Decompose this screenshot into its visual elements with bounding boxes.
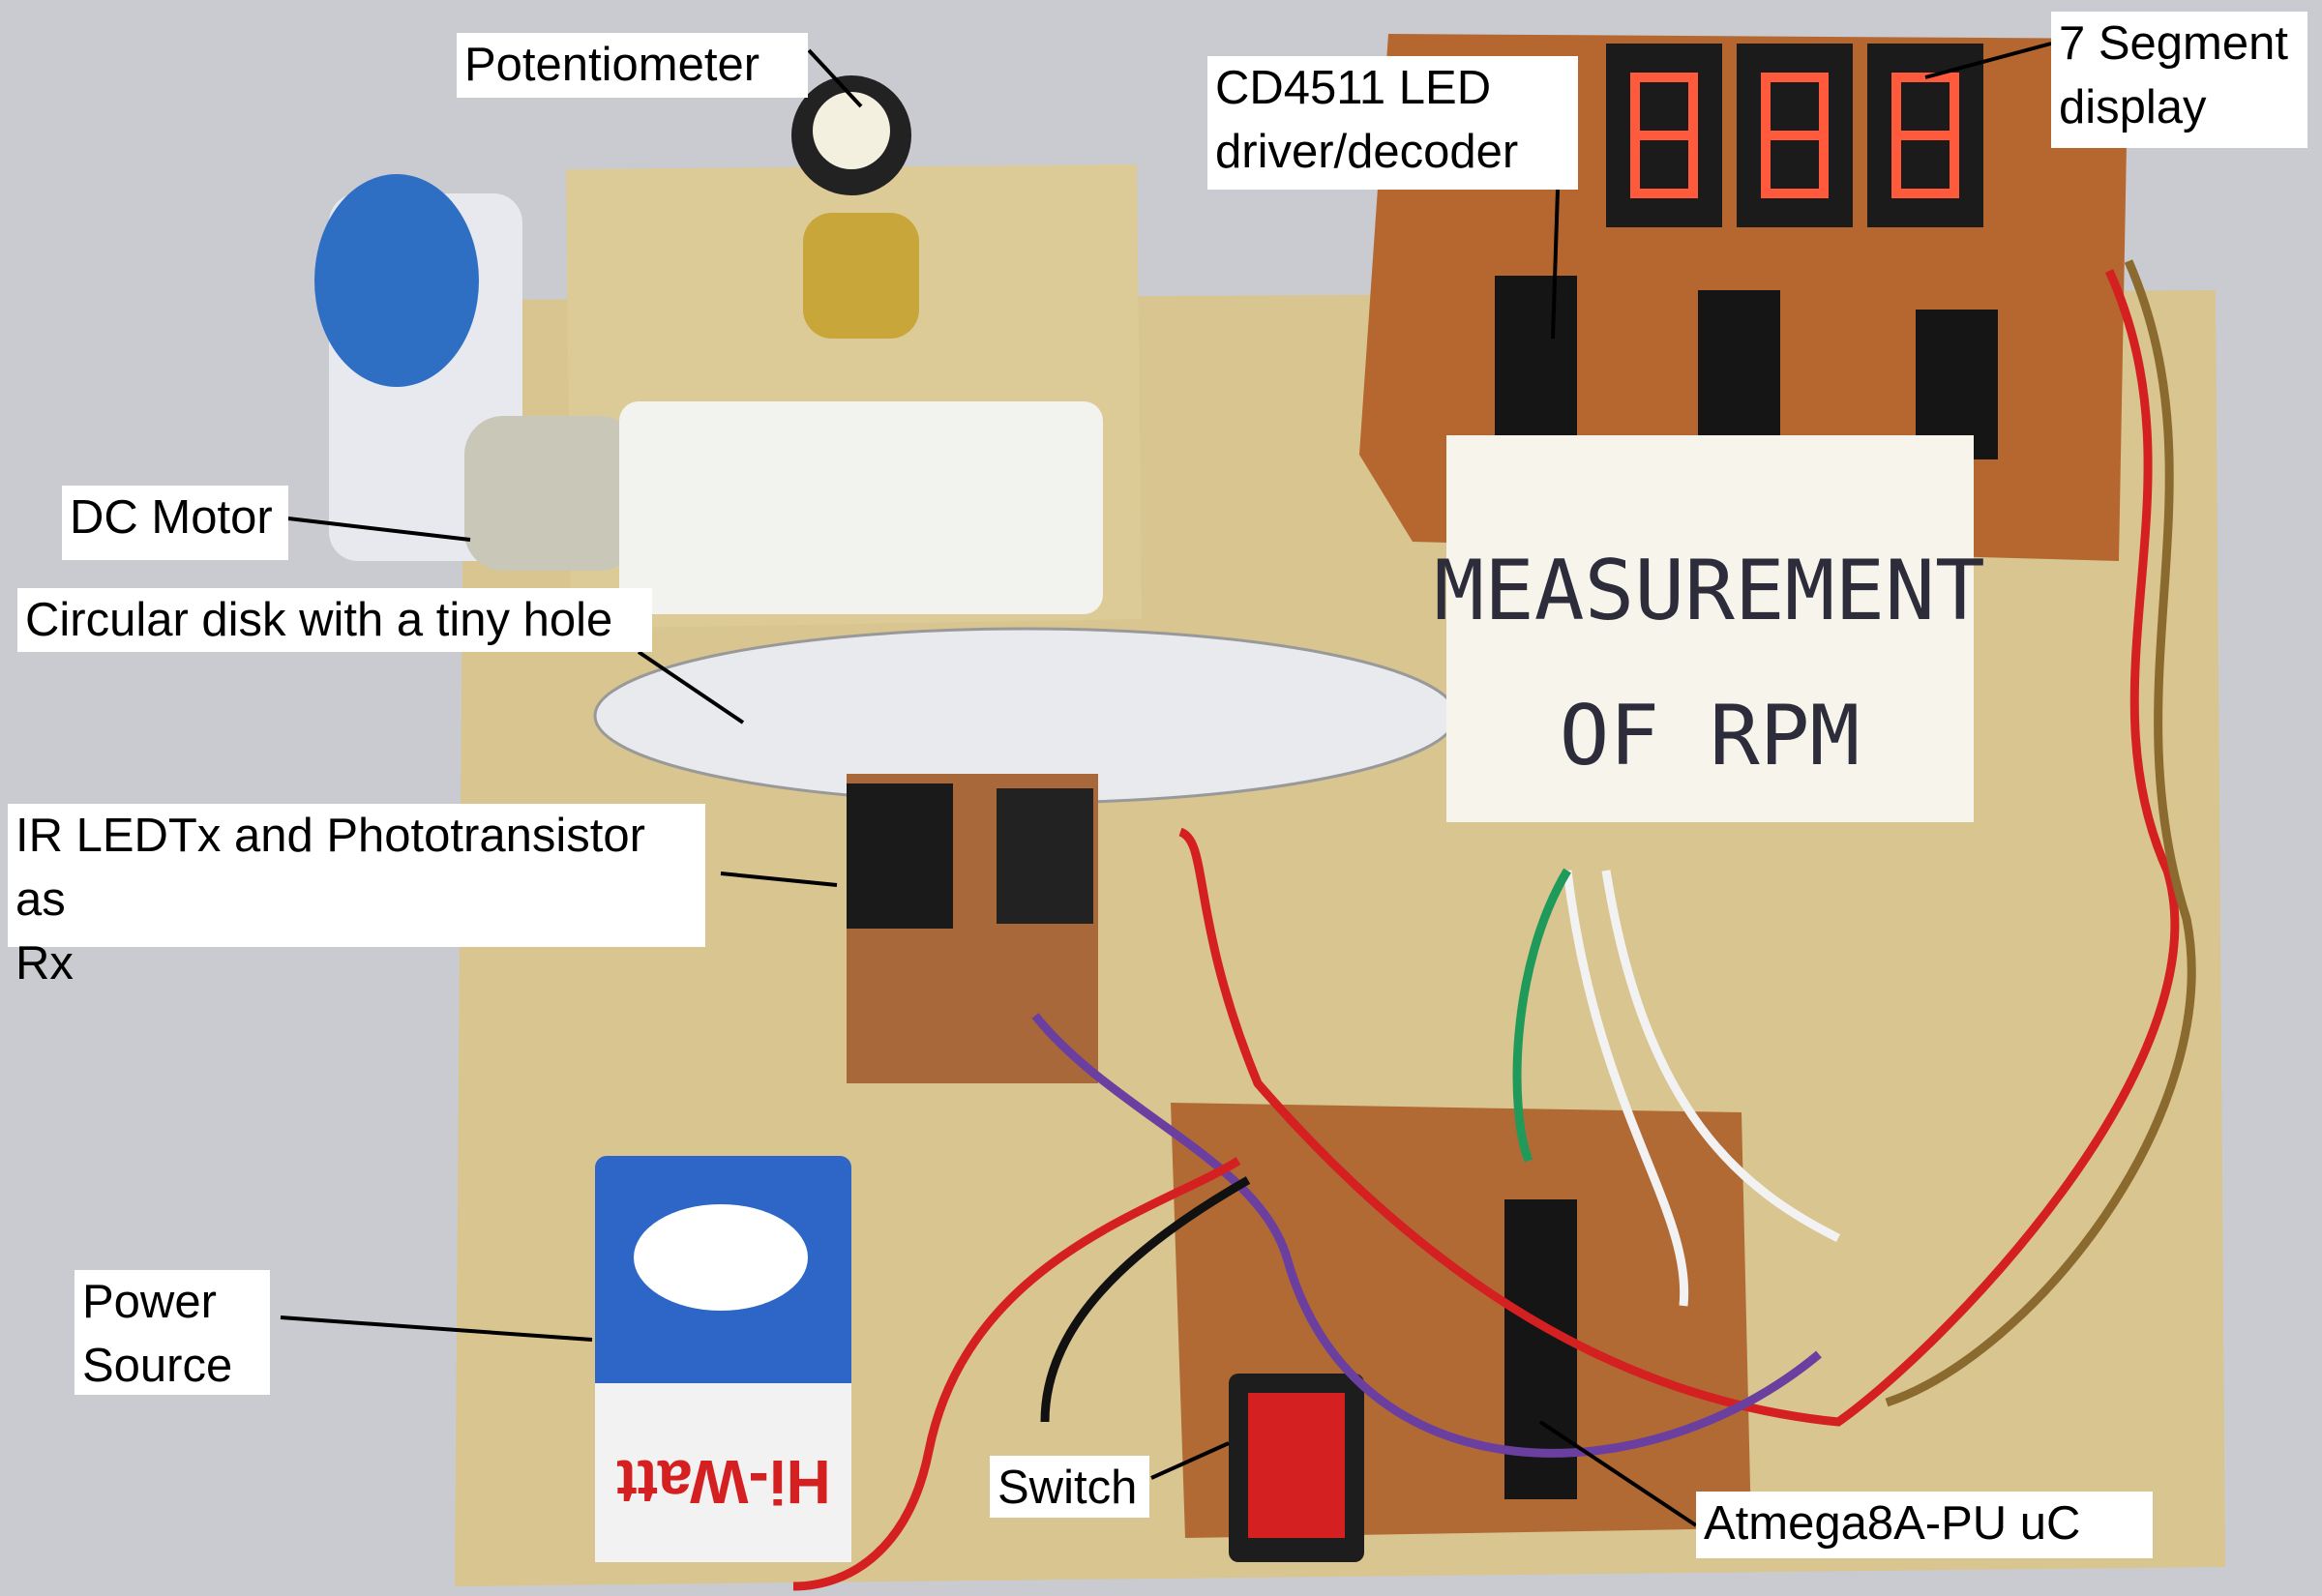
label-potentiometer: Potentiometer bbox=[457, 33, 808, 98]
label-seven-segment-display: 7 Segment display bbox=[2051, 12, 2307, 148]
sign-line-1: MEASUREMENT bbox=[1434, 543, 1985, 639]
label-dc-motor: DC Motor bbox=[62, 486, 288, 560]
label-circular-disk: Circular disk with a tiny hole bbox=[17, 588, 652, 652]
gearbox bbox=[619, 401, 1103, 614]
label-ir-sensor: IR LEDTx and Phototransistor as Rx bbox=[8, 804, 705, 990]
leader-lines bbox=[280, 42, 2052, 1527]
label-microcontroller: Atmega8A-PU uC bbox=[1696, 1492, 2153, 1558]
label-power-source: Power Source bbox=[74, 1270, 270, 1395]
label-switch: Switch bbox=[990, 1456, 1149, 1518]
seven-segment-displays bbox=[1606, 44, 1983, 227]
dc-motor bbox=[464, 416, 639, 571]
wires bbox=[792, 259, 2196, 1591]
measurement-sign bbox=[1446, 435, 1974, 822]
ic-cd4511-1 bbox=[1495, 276, 1577, 435]
battery-brand: Hi-Watt bbox=[616, 1447, 831, 1517]
battery-cap bbox=[314, 174, 479, 387]
sign-line-2: OF RPM bbox=[1560, 688, 1861, 784]
ic-cd4511-3 bbox=[1916, 310, 1998, 459]
label-led-driver: CD4511 LED driver/decoder bbox=[1207, 56, 1578, 190]
ic-cd4511-2 bbox=[1698, 290, 1780, 445]
